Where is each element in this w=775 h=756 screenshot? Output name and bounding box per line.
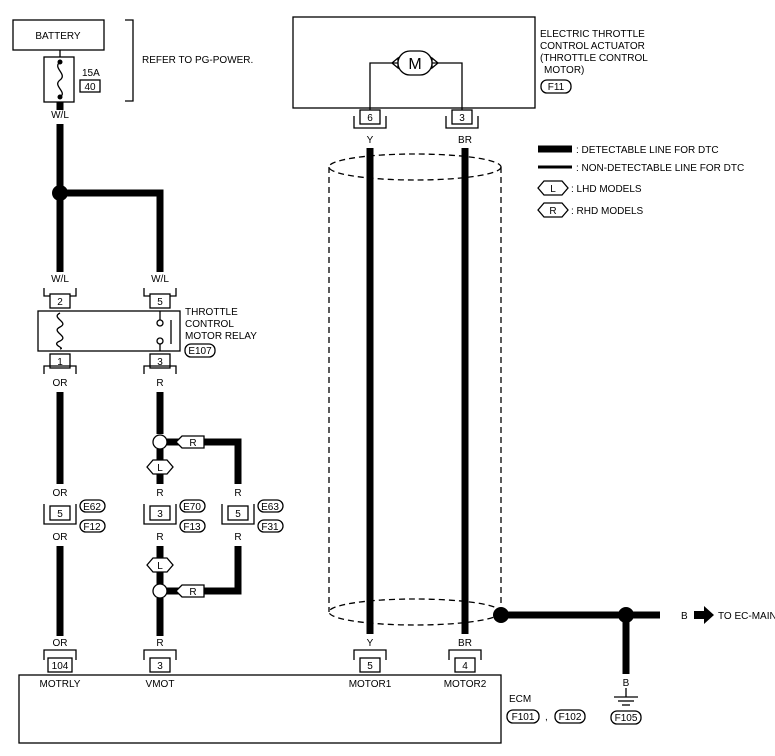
battery-box (12, 19, 105, 51)
ecm-pin-3: 3 (143, 649, 177, 673)
relay-title-2: CONTROL (185, 319, 234, 330)
wire-color-y-top: Y (367, 135, 374, 146)
legend-rhd: : RHD MODELS (571, 206, 644, 217)
r-mid-conn-bottom: F13 (183, 522, 201, 533)
ecm-pin-104: 104 (43, 649, 77, 673)
legend-lhd: : LHD MODELS (571, 184, 642, 195)
lhd-tag-bottom: L (157, 561, 163, 572)
ground-connector-id: F105 (615, 713, 638, 724)
or-joint-pin: 5 (57, 509, 63, 520)
svg-text:3: 3 (157, 661, 163, 672)
wire-color-r-5: R (234, 488, 241, 499)
ecm-pin-name-motrly: MOTRLY (40, 679, 81, 690)
wire-color-b-down: B (623, 678, 630, 689)
actuator-pin-6: 6 (353, 109, 387, 129)
wire-color-r-2: R (156, 488, 163, 499)
wire-color-wl-left: W/L (51, 274, 69, 285)
wire-color-or-4: OR (53, 638, 68, 649)
ecm-label: ECM (509, 694, 531, 705)
svg-text:5: 5 (157, 297, 163, 308)
r-mid-joint-pin: 3 (157, 509, 163, 520)
ecm-connector-2: F102 (559, 712, 582, 723)
ecm-pin-4: 4 (448, 649, 482, 673)
relay-connector-top-left: 2 (43, 288, 77, 309)
r-right-joint-pin: 5 (235, 509, 241, 520)
ecm-pin-5: 5 (353, 649, 387, 673)
wire-color-r-1: R (156, 378, 163, 389)
shield-top (328, 153, 502, 181)
svg-text:3: 3 (459, 113, 465, 124)
wire-color-or-2: OR (53, 488, 68, 499)
wire-color-r-3: R (156, 532, 163, 543)
wire-color-r-4: R (156, 638, 163, 649)
relay-connector-bottom-right: 3 (143, 353, 177, 374)
refer-note: REFER TO PG-POWER. (142, 55, 253, 66)
arrow-right-icon (694, 606, 714, 624)
rhd-tag-bottom: R (189, 587, 196, 598)
actuator-title-3: (THROTTLE CONTROL (540, 53, 648, 64)
wire-color-or-1: OR (53, 378, 68, 389)
svg-text:5: 5 (367, 661, 373, 672)
wire-color-b-right: B (681, 611, 688, 622)
wire-color-wl-right: W/L (151, 274, 169, 285)
fuse-amps: 15A (82, 68, 100, 79)
ecm-box (18, 674, 502, 744)
r-mid-conn-top: E70 (183, 502, 201, 513)
ground-icon (614, 688, 638, 706)
svg-text:2: 2 (57, 297, 63, 308)
or-joint-conn-top: E62 (83, 502, 101, 513)
ecm-connector-1: F101 (512, 712, 535, 723)
legend-detectable: : DETECTABLE LINE FOR DTC (576, 145, 719, 156)
wire-color-or-3: OR (53, 532, 68, 543)
wire-color-br-top: BR (458, 135, 472, 146)
actuator-title-2: CONTROL ACTUATOR (540, 41, 645, 52)
wire-color-br-bottom: BR (458, 638, 472, 649)
fuse-box (43, 56, 75, 103)
lhd-tag-top: L (157, 463, 163, 474)
relay-coil-icon (55, 312, 64, 350)
relay-title-1: THROTTLE (185, 307, 238, 318)
svg-text:3: 3 (157, 357, 163, 368)
wire-color-y-bottom: Y (367, 638, 374, 649)
legend-rhd-symbol: R (549, 206, 556, 217)
ecm-pin-name-motor2: MOTOR2 (444, 679, 487, 690)
motor-icon: M (408, 56, 421, 73)
ecm-pin-name-motor1: MOTOR1 (349, 679, 392, 690)
svg-text:1: 1 (57, 357, 63, 368)
or-joint-conn-bottom: F12 (83, 522, 101, 533)
actuator-connector-id: F11 (548, 82, 565, 93)
legend-lhd-symbol: L (550, 184, 556, 195)
r-right-conn-bottom: F31 (261, 522, 279, 533)
legend-non-detectable: : NON-DETECTABLE LINE FOR DTC (576, 163, 744, 174)
refer-bracket (125, 19, 134, 102)
relay-connector-bottom-left: 1 (43, 353, 77, 374)
svg-text:6: 6 (367, 113, 373, 124)
battery-wire-color: W/L (51, 110, 69, 121)
battery-label: BATTERY (35, 31, 81, 42)
svg-text:4: 4 (462, 661, 468, 672)
fuse-number: 40 (84, 82, 96, 93)
relay-connector-id: E107 (188, 346, 212, 357)
actuator-title-1: ELECTRIC THROTTLE (540, 29, 645, 40)
to-ec-main: TO EC-MAIN (718, 611, 775, 622)
rhd-tag-top: R (189, 438, 196, 449)
wire-color-r-6: R (234, 532, 241, 543)
svg-text:104: 104 (52, 661, 69, 672)
fuse-icon (57, 61, 63, 98)
shield-bottom (328, 598, 502, 626)
r-right-conn-top: E63 (261, 502, 279, 513)
ecm-connector-separator: , (545, 712, 548, 723)
relay-title-3: MOTOR RELAY (185, 331, 257, 342)
relay-connector-top-right: 5 (143, 288, 177, 309)
actuator-pin-3: 3 (445, 109, 479, 129)
ecm-pin-name-vmot: VMOT (146, 679, 175, 690)
relay-box (37, 310, 181, 352)
actuator-title-4: MOTOR) (544, 65, 584, 76)
